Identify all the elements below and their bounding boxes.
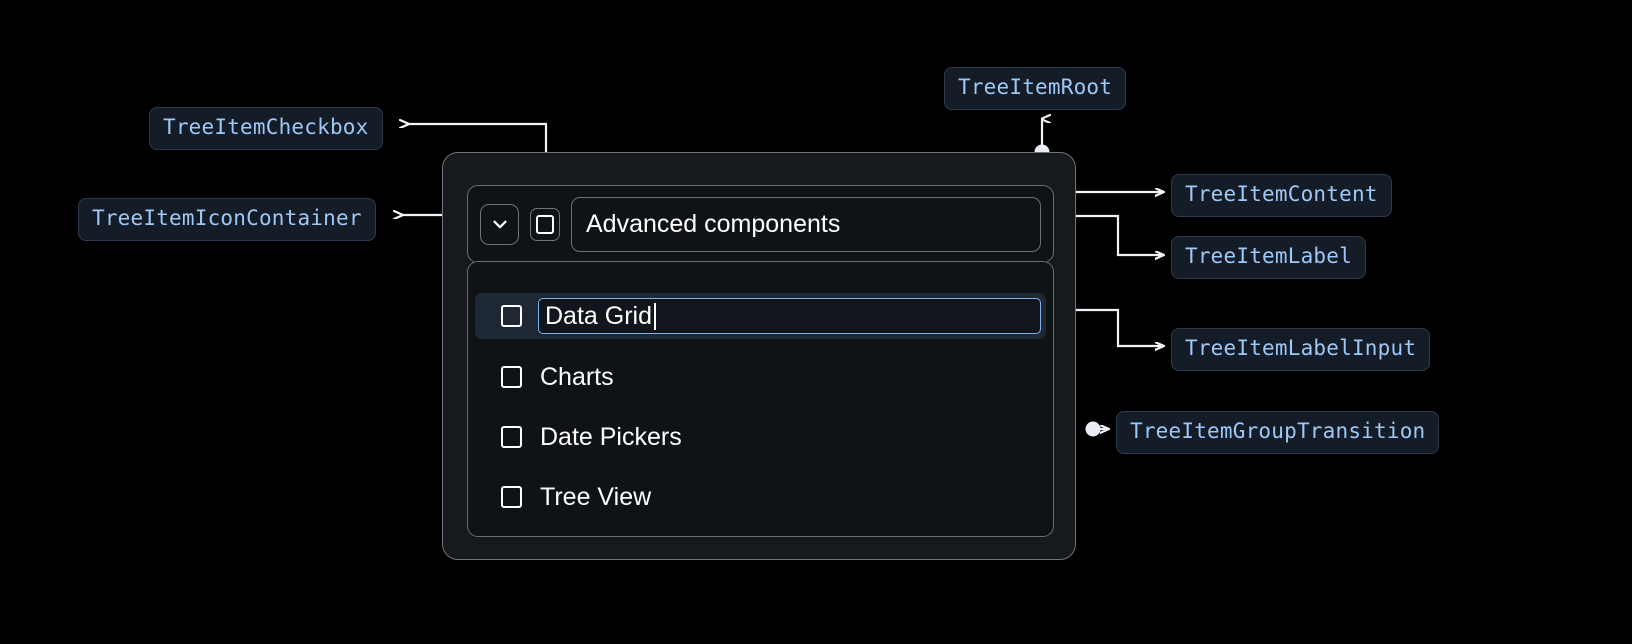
tree-item-child-row[interactable]: Data Grid <box>475 293 1046 339</box>
tree-item-child-row[interactable]: Date Pickers <box>468 415 1053 459</box>
checkbox-unchecked-icon[interactable] <box>501 486 522 508</box>
tree-item-child-row[interactable]: Charts <box>468 355 1053 399</box>
tree-item-child-label: Tree View <box>540 482 652 511</box>
tree-item-child-row[interactable]: Tree View <box>468 475 1053 519</box>
annotation-badge-tree-item-label: TreeItemLabel <box>1171 236 1366 279</box>
checkbox-unchecked-icon <box>536 214 554 234</box>
tree-item-label-input-value: Data Grid <box>545 301 652 330</box>
checkbox-unchecked-icon[interactable] <box>501 305 522 327</box>
annotation-badge-tree-item-group-transition: TreeItemGroupTransition <box>1116 411 1440 454</box>
annotation-badge-tree-item-icon-container: TreeItemIconContainer <box>78 198 376 241</box>
checkbox-unchecked-icon[interactable] <box>501 366 522 388</box>
tree-item-child-label: Date Pickers <box>540 422 682 451</box>
tree-item-checkbox[interactable] <box>530 207 560 241</box>
tree-item-label-input[interactable]: Data Grid <box>538 298 1041 334</box>
tree-item-icon-container[interactable] <box>480 203 519 245</box>
annotation-badge-tree-item-root: TreeItemRoot <box>944 67 1127 110</box>
annotation-badge-tree-item-content: TreeItemContent <box>1171 174 1392 217</box>
annotation-badge-tree-item-label-input: TreeItemLabelInput <box>1171 328 1431 371</box>
text-caret <box>653 302 656 330</box>
chevron-down-icon <box>489 213 511 235</box>
tree-item-child-label: Charts <box>540 362 614 391</box>
checkbox-unchecked-icon[interactable] <box>501 426 522 448</box>
tree-item-root[interactable]: Advanced components Data Grid Charts Dat… <box>442 152 1076 560</box>
tree-item-group-transition: Data Grid Charts Date Pickers Tree View <box>467 261 1054 537</box>
tree-item-label[interactable]: Advanced components <box>571 196 1041 252</box>
dot-group-transition <box>1085 421 1101 437</box>
annotation-badge-tree-item-checkbox: TreeItemCheckbox <box>149 107 383 150</box>
tree-item-content[interactable]: Advanced components <box>467 185 1054 263</box>
